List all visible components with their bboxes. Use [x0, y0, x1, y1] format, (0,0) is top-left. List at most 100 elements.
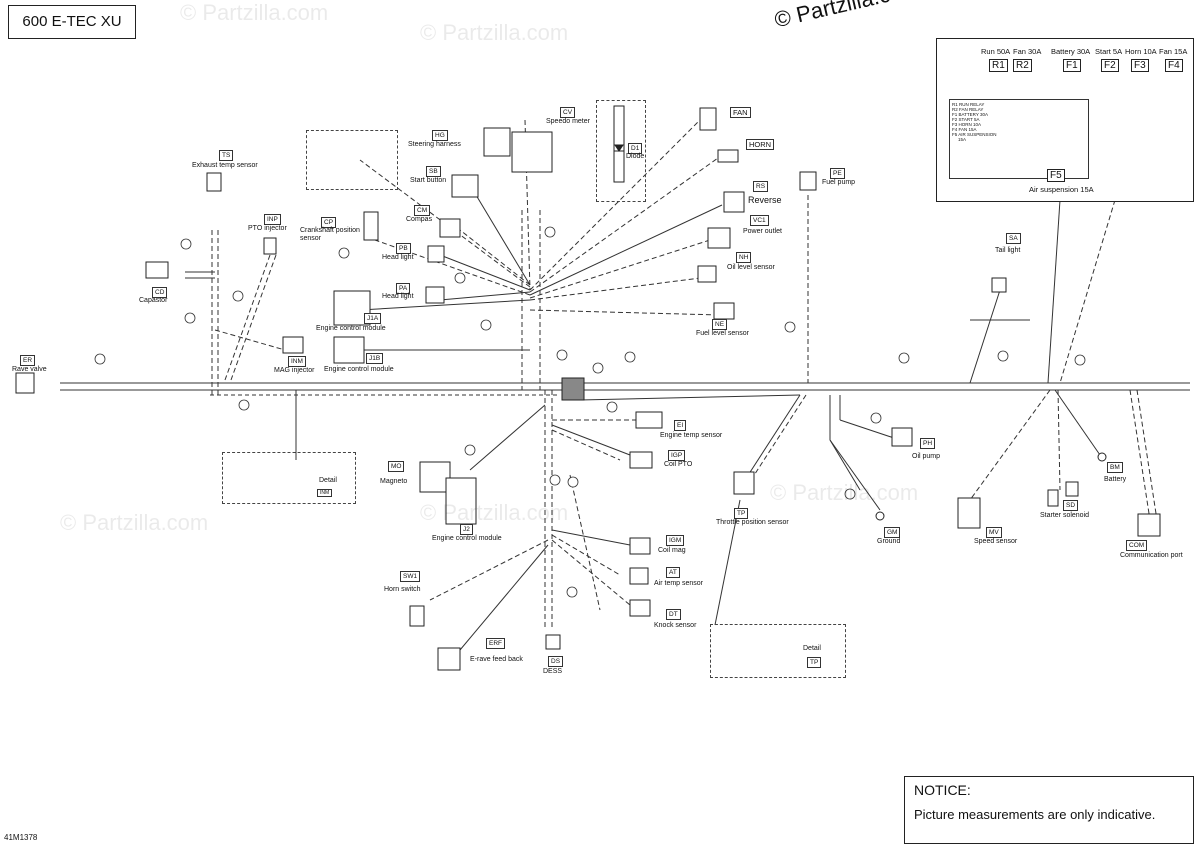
label-coil-mag: Coil mag — [658, 547, 686, 554]
label-pto-injector: PTO injector — [248, 225, 287, 232]
label-coil-pto: Coil PTO — [664, 461, 693, 468]
label-air-temp-sensor: Air temp sensor — [654, 580, 704, 587]
tag-ne: NE — [712, 319, 728, 330]
diode-detail-box — [596, 100, 646, 202]
tag-vc1: VC1 — [750, 215, 769, 226]
watermark: © Partzilla.com — [420, 500, 569, 525]
tag-ei: EI — [674, 420, 687, 431]
fuse-top-label: Battery 30A — [1051, 47, 1091, 56]
label-starter-solenoid: Starter solenoid — [1040, 512, 1090, 519]
label-communication-port: Communication port — [1120, 552, 1183, 559]
tag-horn: HORN — [746, 139, 775, 150]
label-ground: Ground — [877, 538, 901, 545]
watermark: © Partzilla.com — [770, 480, 919, 505]
label-exhaust-temp-sensor: Exhaust temp sensor — [192, 162, 258, 169]
tag-bm: BM — [1107, 462, 1123, 473]
tag-pa: PA — [396, 283, 411, 294]
fuse-code: R1 — [989, 59, 1008, 72]
label-oil-level-sensor: Oil level sensor — [727, 264, 775, 271]
tag-sw1: SW1 — [400, 571, 421, 582]
detail-code: INM — [317, 489, 333, 497]
tag-sb: SB — [426, 166, 441, 177]
tag-cp: CP — [321, 217, 337, 228]
label-engine-control-module-j1b: Engine control module — [324, 366, 394, 373]
diagram-id: 41M1378 — [4, 833, 38, 842]
detail-code: TP — [807, 657, 822, 668]
label-dess: DESS — [543, 668, 563, 675]
fuse-top-label: Run 50A — [981, 47, 1011, 56]
tag-cd: CD — [152, 287, 168, 298]
label-capastor: Capastor — [139, 297, 168, 304]
fuse-top-label: Fan 30A — [1013, 47, 1042, 56]
tag-sd: SD — [1063, 500, 1079, 511]
legend-line: F5 AIR SUSPENSION — [952, 132, 997, 137]
tag-gm: GM — [884, 527, 901, 538]
fuse-top-label: Fan 15A — [1159, 47, 1188, 56]
tag-hg: HG — [432, 130, 448, 141]
tag-d1: D1 — [628, 143, 643, 154]
label-crankshaft-position-sensor: Crankshaft position sensor — [300, 227, 360, 242]
detail-box-tp: Detail TP — [710, 624, 846, 678]
tag-com: COM — [1126, 540, 1148, 551]
label-magneto: Magneto — [380, 478, 408, 485]
fuse-top-label: Start 5A — [1095, 47, 1123, 56]
label-knock-sensor: Knock sensor — [654, 622, 697, 629]
detail-box-inm: Detail INM — [222, 452, 356, 504]
label-fuel-pump: Fuel pump — [822, 179, 856, 186]
legend-line: F2 START 5A — [952, 117, 980, 122]
watermark: © Partzilla.com — [60, 510, 209, 535]
label-speed-sensor: Speed sensor — [974, 538, 1018, 545]
label-reverse: Reverse — [748, 195, 782, 205]
label-speedo-meter: Speedo meter — [546, 118, 590, 125]
fuse-top-label: Horn 10A — [1125, 47, 1157, 56]
label-horn-switch: Horn switch — [384, 586, 421, 593]
notice-box: NOTICE: Picture measurements are only in… — [904, 776, 1194, 844]
tag-at: AT — [666, 567, 680, 578]
watermark: © Partzilla.com — [420, 20, 569, 45]
label-head-light-b: Head light — [382, 254, 414, 261]
label-tail-light: Tail light — [995, 247, 1021, 254]
tag-inp: INP — [264, 214, 281, 225]
tag-ts: TS — [219, 150, 234, 161]
label-engine-control-module-j1a: Engine control module — [316, 325, 386, 332]
label-mag-injector: MAG injector — [274, 367, 315, 374]
tag-j1b: J1B — [366, 353, 384, 364]
label-e-rave-feed-back: E-rave feed back — [470, 656, 523, 663]
detail-label: Detail — [319, 477, 337, 484]
label-oil-pump: Oil pump — [912, 453, 941, 460]
tag-dt: DT — [666, 609, 681, 620]
label-rave-valve: Rave valve — [12, 366, 47, 373]
tag-fan: FAN — [730, 107, 751, 118]
label-start-button: Start button — [410, 177, 447, 184]
label-engine-temp-sensor: Engine temp sensor — [660, 432, 723, 439]
tag-ph: PH — [920, 438, 936, 449]
tag-erf: ERF — [486, 638, 505, 649]
tag-inm: INM — [288, 356, 306, 367]
notice-heading: NOTICE: — [914, 782, 971, 798]
tag-er: ER — [20, 355, 36, 366]
legend-line: R1 RUN RELAY — [952, 102, 985, 107]
tag-mo: MO — [388, 461, 405, 472]
label-engine-control-module-j2: Engine control module — [432, 535, 502, 542]
detail-label: Detail — [803, 645, 821, 652]
tag-sa: SA — [1006, 233, 1021, 244]
notice-body: Picture measurements are only indicative… — [914, 807, 1156, 822]
legend-line: 15A — [958, 137, 967, 142]
tag-igm: IGM — [666, 535, 685, 546]
watermark: © Partzilla.com — [180, 0, 329, 25]
fuse-code: F1 — [1063, 59, 1081, 72]
fuse-code: F4 — [1165, 59, 1183, 72]
label-diode: Diode — [626, 153, 645, 160]
label-throttle-position-sensor: Throttle position sensor — [716, 519, 789, 526]
tag-cv: CV — [560, 107, 576, 118]
fuse-code: R2 — [1013, 59, 1032, 72]
legend-line: R2 FAN RELAY — [952, 107, 984, 112]
tag-j2: J2 — [460, 524, 473, 535]
tag-ds: DS — [548, 656, 564, 667]
tag-pe: PE — [830, 168, 845, 179]
legend-line: F4 FAN 15A — [952, 127, 977, 132]
legend-line: F1 BATTERY 30A — [952, 112, 989, 117]
label-power-outlet: Power outlet — [743, 228, 782, 235]
tag-rs: RS — [753, 181, 769, 192]
